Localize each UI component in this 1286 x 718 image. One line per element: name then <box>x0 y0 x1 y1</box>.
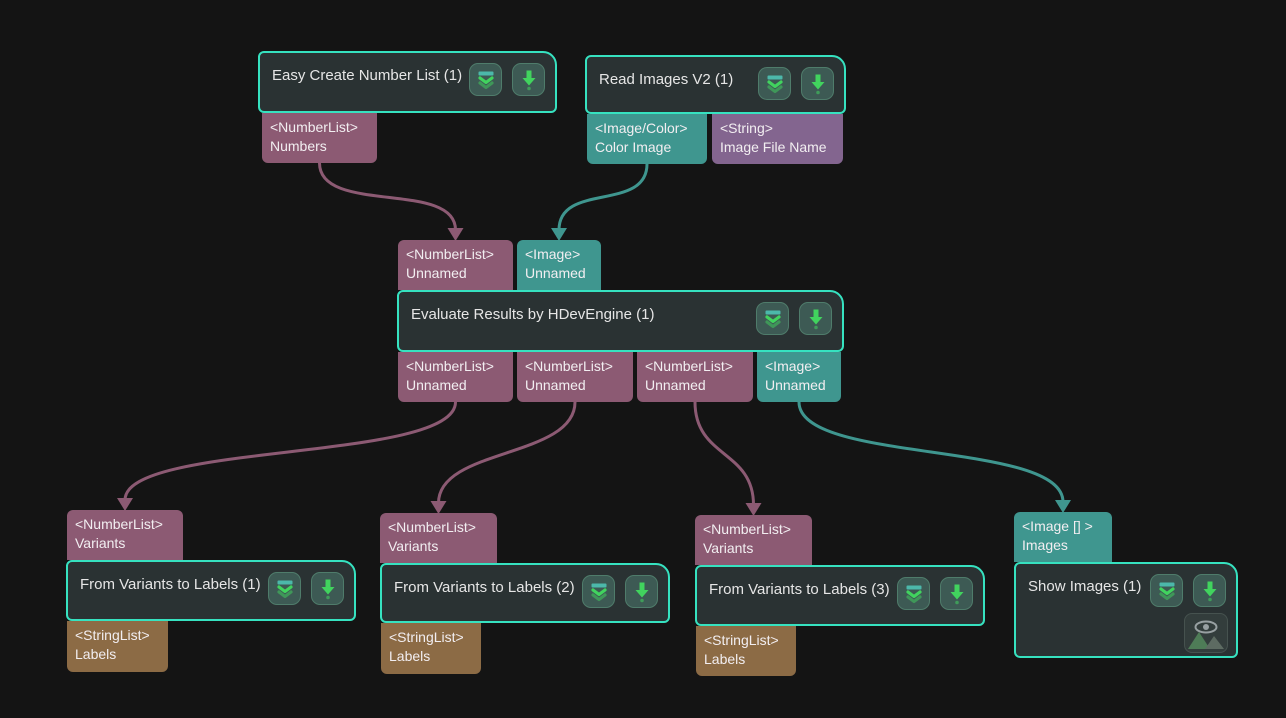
port-output-image-file-name[interactable]: <String> Image File Name <box>712 114 843 164</box>
port-input-variants-3[interactable]: <NumberList> Variants <box>695 515 812 565</box>
port-output-labels-2[interactable]: <StringList> Labels <box>381 623 481 674</box>
double-chevron-down-icon <box>905 585 922 603</box>
connection-arrowhead <box>1055 500 1071 513</box>
port-input-images[interactable]: <Image [] > Images <box>1014 512 1112 562</box>
node-header: Read Images V2 (1) <box>587 57 844 100</box>
run-to-node-button[interactable] <box>940 577 973 610</box>
port-input-variants-2[interactable]: <NumberList> Variants <box>380 513 497 563</box>
port-output-unnamed-2[interactable]: <NumberList> Unnamed <box>517 352 633 402</box>
connection-evaluate-to-showimages[interactable] <box>797 401 1065 503</box>
connection-arrowhead <box>551 228 567 241</box>
node-title: Show Images (1) <box>1028 578 1142 595</box>
arrow-down-step-icon <box>635 582 648 602</box>
node-from-variants-to-labels-3[interactable]: From Variants to Labels (3) <box>695 565 985 626</box>
connection-arrowhead <box>745 503 762 516</box>
run-to-node-button[interactable] <box>625 575 658 608</box>
arrow-down-step-icon <box>522 70 535 90</box>
connection-arrowhead <box>447 228 464 241</box>
expand-node-button[interactable] <box>582 575 615 608</box>
double-chevron-down-icon <box>766 75 783 93</box>
connection-arrowhead <box>430 501 447 514</box>
connection-evaluate-to-variants1[interactable] <box>123 401 457 501</box>
node-title: Evaluate Results by HDevEngine (1) <box>411 306 655 323</box>
node-from-variants-to-labels-2[interactable]: From Variants to Labels (2) <box>380 563 670 623</box>
double-chevron-down-icon <box>477 71 494 89</box>
port-output-unnamed-3[interactable]: <NumberList> Unnamed <box>637 352 753 402</box>
node-show-images[interactable]: Show Images (1) <box>1014 562 1238 658</box>
node-easy-create-number-list[interactable]: Easy Create Number List (1) <box>258 51 557 113</box>
node-from-variants-to-labels-1[interactable]: From Variants to Labels (1) <box>66 560 356 621</box>
node-read-images-v2[interactable]: Read Images V2 (1) <box>585 55 846 114</box>
node-header: From Variants to Labels (1) <box>68 562 354 605</box>
image-preview-button[interactable] <box>1184 613 1228 653</box>
arrow-down-step-icon <box>321 579 334 599</box>
double-chevron-down-icon <box>590 583 607 601</box>
node-header: Show Images (1) <box>1016 564 1236 607</box>
node-header: From Variants to Labels (3) <box>697 567 983 610</box>
node-title: From Variants to Labels (2) <box>394 579 575 596</box>
node-evaluate-results-hdevengine[interactable]: Evaluate Results by HDevEngine (1) <box>397 290 844 352</box>
arrow-down-step-icon <box>809 309 822 329</box>
port-input-variants-1[interactable]: <NumberList> Variants <box>67 510 183 560</box>
port-output-numbers[interactable]: <NumberList> Numbers <box>262 113 377 163</box>
arrow-down-step-icon <box>950 584 963 604</box>
double-chevron-down-icon <box>1158 582 1175 600</box>
expand-node-button[interactable] <box>469 63 502 96</box>
expand-node-button[interactable] <box>756 302 789 335</box>
node-title: From Variants to Labels (3) <box>709 581 890 598</box>
port-output-labels-3[interactable]: <StringList> Labels <box>696 626 796 676</box>
run-to-node-button[interactable] <box>801 67 834 100</box>
port-input-unnamed-image[interactable]: <Image> Unnamed <box>517 240 601 290</box>
node-header: From Variants to Labels (2) <box>382 565 668 608</box>
run-to-node-button[interactable] <box>799 302 832 335</box>
expand-node-button[interactable] <box>897 577 930 610</box>
node-header: Evaluate Results by HDevEngine (1) <box>399 292 842 335</box>
expand-node-button[interactable] <box>1150 574 1183 607</box>
port-output-unnamed-image[interactable]: <Image> Unnamed <box>757 352 841 402</box>
node-title: Easy Create Number List (1) <box>272 67 463 84</box>
connection-colorimage-to-evaluate[interactable] <box>557 163 649 231</box>
node-title: From Variants to Labels (1) <box>80 576 261 593</box>
port-output-unnamed-1[interactable]: <NumberList> Unnamed <box>398 352 513 402</box>
expand-node-button[interactable] <box>758 67 791 100</box>
arrow-down-step-icon <box>811 74 824 94</box>
double-chevron-down-icon <box>276 580 293 598</box>
port-output-labels-1[interactable]: <StringList> Labels <box>67 621 168 672</box>
expand-node-button[interactable] <box>268 572 301 605</box>
node-header: Easy Create Number List (1) <box>260 53 555 96</box>
run-to-node-button[interactable] <box>311 572 344 605</box>
connection-numbers-to-evaluate[interactable] <box>318 162 457 231</box>
connection-arrowhead <box>117 498 133 511</box>
connection-evaluate-to-variants3[interactable] <box>693 401 755 506</box>
arrow-down-step-icon <box>1203 581 1216 601</box>
port-input-unnamed-numberlist[interactable]: <NumberList> Unnamed <box>398 240 513 290</box>
run-to-node-button[interactable] <box>1193 574 1226 607</box>
node-title: Read Images V2 (1) <box>599 71 734 88</box>
port-output-color-image[interactable]: <Image/Color> Color Image <box>587 114 707 164</box>
run-to-node-button[interactable] <box>512 63 545 96</box>
connection-evaluate-to-variants2[interactable] <box>437 401 577 504</box>
image-preview-eye-icon <box>1188 620 1224 649</box>
double-chevron-down-icon <box>764 310 781 328</box>
